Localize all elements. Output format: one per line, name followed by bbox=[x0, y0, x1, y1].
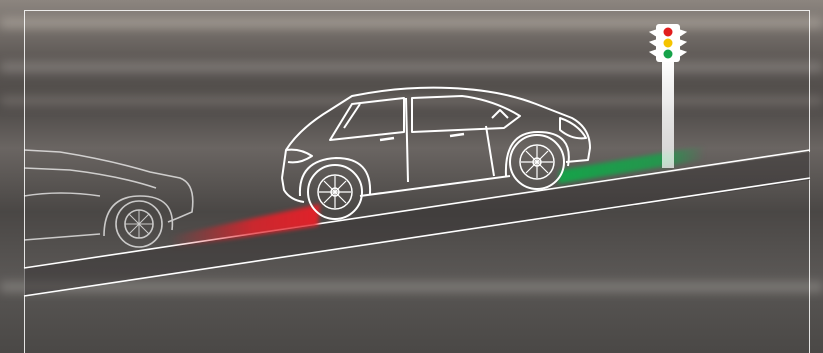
road-upper-edge bbox=[24, 150, 810, 268]
front-wheel bbox=[510, 135, 564, 189]
yellow-light-icon bbox=[664, 39, 673, 48]
green-light-icon bbox=[664, 50, 673, 59]
rear-wheel bbox=[308, 165, 362, 219]
rear-car-outline bbox=[24, 150, 193, 247]
traffic-light-pole bbox=[662, 58, 674, 168]
traffic-light bbox=[650, 24, 686, 168]
red-light-icon bbox=[664, 28, 673, 37]
